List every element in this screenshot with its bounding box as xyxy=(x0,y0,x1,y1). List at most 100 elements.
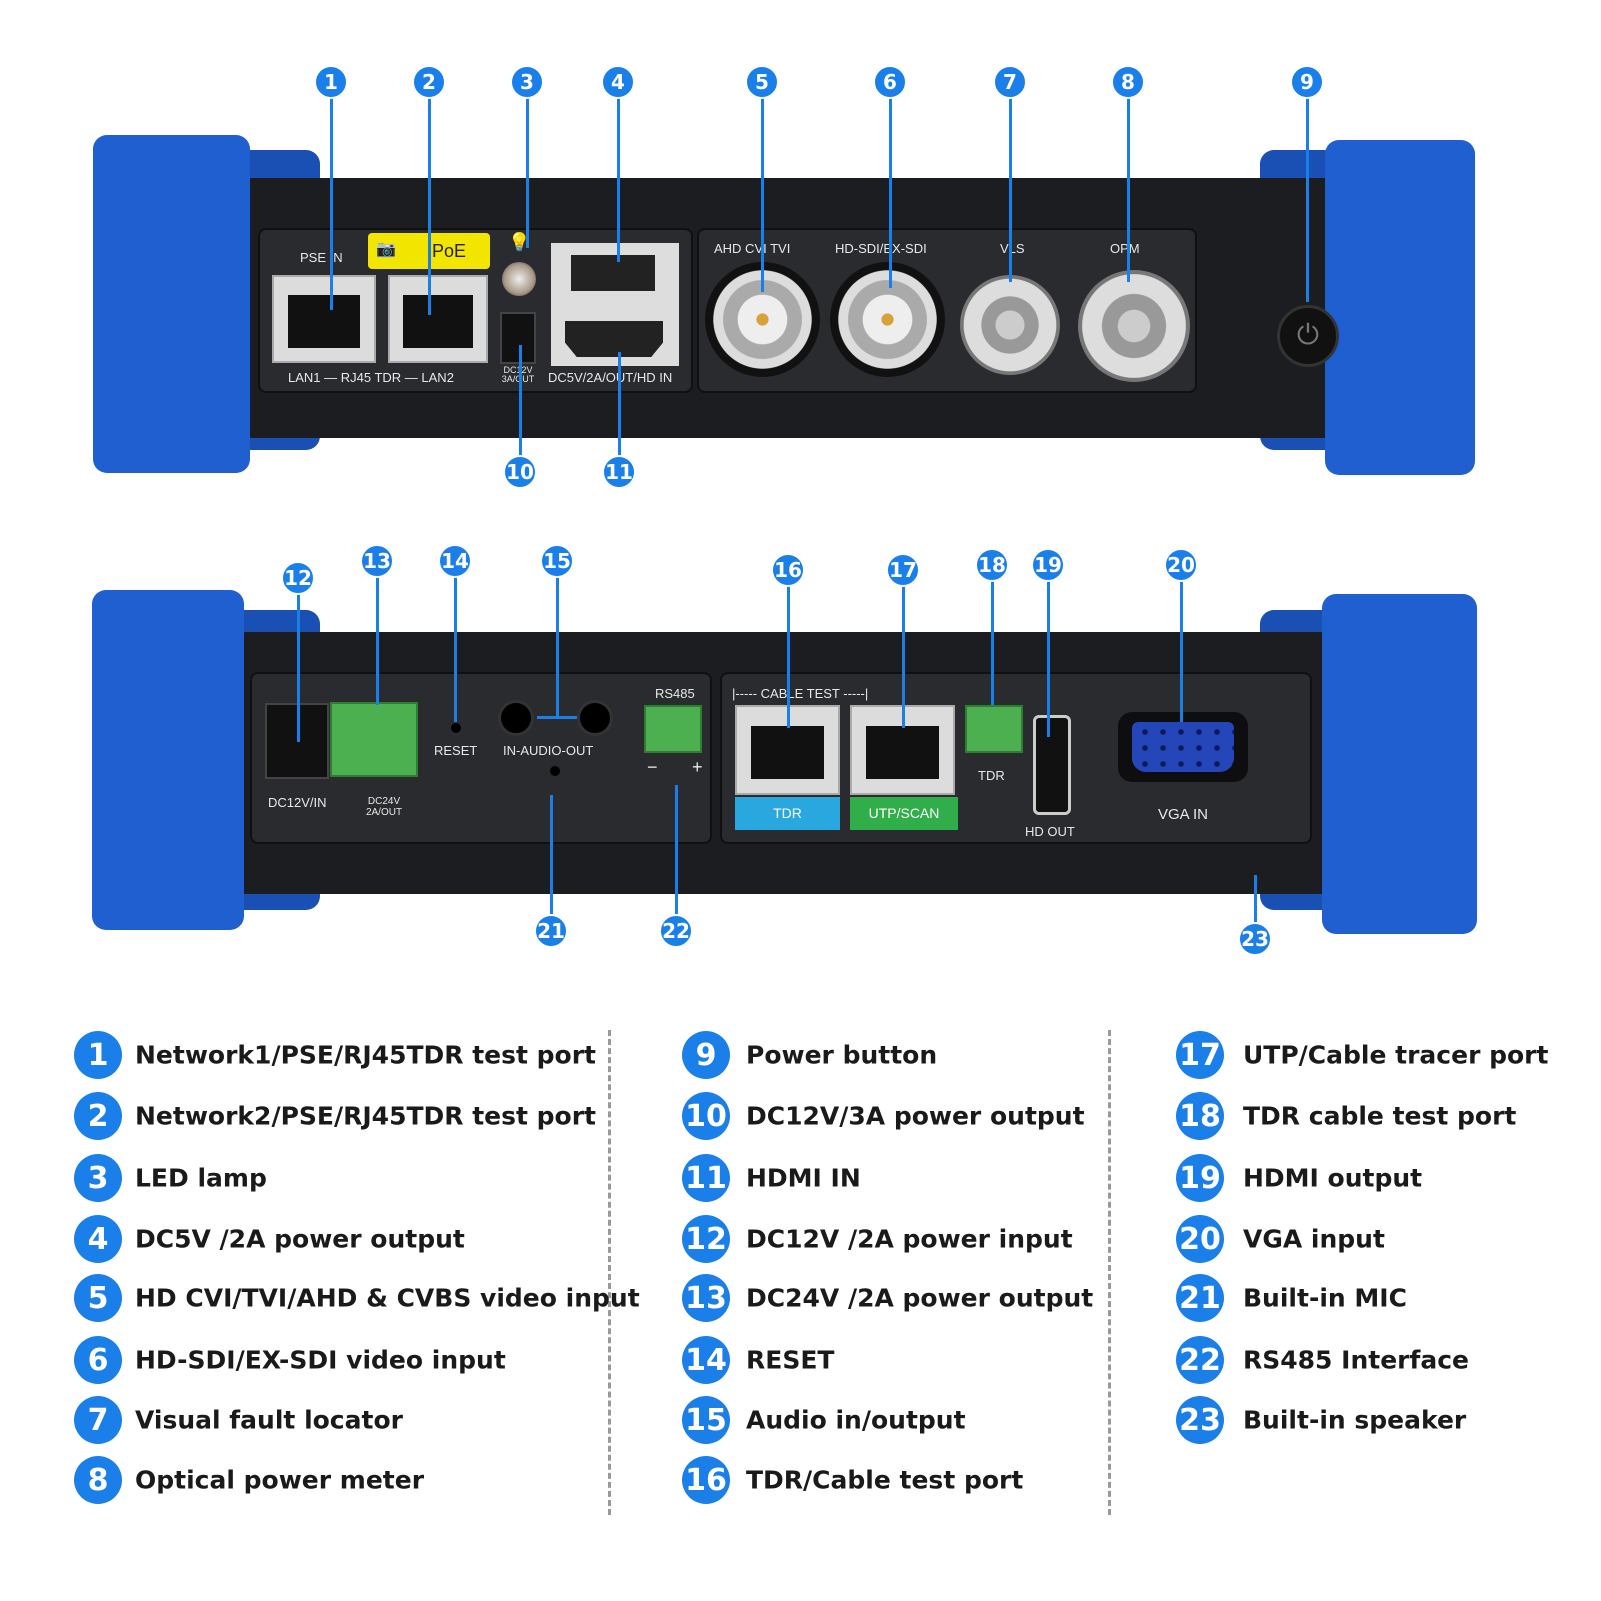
callout-marker-20: 20 xyxy=(1164,548,1198,582)
lan-label: LAN1 — RJ45 TDR — LAN2 xyxy=(288,370,454,385)
cable-test-label: |----- CABLE TEST -----| xyxy=(732,686,869,701)
hdmi-in-port xyxy=(565,321,663,357)
legend-text: RESET xyxy=(746,1345,835,1375)
legend-number: 22 xyxy=(1176,1336,1224,1384)
callout-line xyxy=(518,345,522,472)
legend-text: DC24V /2A power output xyxy=(746,1283,1094,1313)
vga-in-port xyxy=(1132,722,1234,772)
legend-text: HDMI IN xyxy=(746,1163,861,1193)
legend-text: RS485 Interface xyxy=(1243,1345,1470,1375)
legend-number: 13 xyxy=(682,1274,730,1322)
callout-marker-5: 5 xyxy=(745,65,779,99)
callout-line xyxy=(1253,875,1257,939)
callout-line xyxy=(617,352,621,472)
legend-number: 20 xyxy=(1176,1215,1224,1263)
legend-number: 9 xyxy=(682,1031,730,1079)
callout-marker-13: 13 xyxy=(360,544,394,578)
hdmi-out-port xyxy=(1033,715,1071,815)
callout-marker-22: 22 xyxy=(659,914,693,948)
callout-marker-16: 16 xyxy=(771,553,805,587)
legend-text: HDMI output xyxy=(1243,1163,1423,1193)
callout-marker-8: 8 xyxy=(1111,65,1145,99)
legend-text: Power button xyxy=(746,1040,938,1070)
utp-rj45-port xyxy=(850,705,955,795)
legend-text: DC5V /2A power output xyxy=(135,1224,465,1254)
legend-text: VGA input xyxy=(1243,1224,1385,1254)
legend-text: Network1/PSE/RJ45TDR test port xyxy=(135,1040,597,1070)
legend-text: DC12V/3A power output xyxy=(746,1101,1085,1131)
callout-line xyxy=(296,578,300,742)
audio-label: IN-AUDIO-OUT xyxy=(503,743,594,758)
vga-in-label: VGA IN xyxy=(1158,806,1209,823)
legend-text: HD-SDI/EX-SDI video input xyxy=(135,1345,506,1375)
right-bumper xyxy=(1325,140,1475,475)
dc5v-hdin-label: DC5V/2A/OUT/HD IN xyxy=(548,370,673,385)
audio-in-jack xyxy=(498,700,534,736)
poe-label: PoE xyxy=(432,241,467,261)
utp-scan-tab: UTP/SCAN xyxy=(850,797,958,830)
legend-text: Audio in/output xyxy=(746,1405,966,1435)
callout-marker-11: 11 xyxy=(602,455,636,489)
legend-number: 14 xyxy=(682,1336,730,1384)
legend-text: Optical power meter xyxy=(135,1465,425,1495)
callout-line xyxy=(1305,82,1309,302)
hdsdi-label: HD-SDI/EX-SDI xyxy=(835,241,927,256)
callout-marker-1: 1 xyxy=(314,65,348,99)
hd-out-label: HD OUT xyxy=(1025,824,1075,839)
reset-label: RESET xyxy=(434,743,478,758)
callout-marker-15: 15 xyxy=(540,544,574,578)
legend-number: 16 xyxy=(682,1456,730,1504)
legend-number: 7 xyxy=(74,1396,122,1444)
usb-port xyxy=(571,255,655,291)
audio-out-jack xyxy=(577,700,613,736)
dc12v-out-label: DC12V 3A/OUT xyxy=(496,366,540,384)
legend-number: 5 xyxy=(74,1274,122,1322)
callout-line xyxy=(549,795,553,931)
callout-line xyxy=(786,570,790,728)
legend-number: 12 xyxy=(682,1215,730,1263)
legend-number: 1 xyxy=(74,1031,122,1079)
lan1-port xyxy=(272,275,376,363)
legend-text: Visual fault locator xyxy=(135,1405,403,1435)
bulb-icon: 💡 xyxy=(508,232,531,252)
legend-number: 21 xyxy=(1176,1274,1224,1322)
legend-number: 23 xyxy=(1176,1396,1224,1444)
legend-number: 8 xyxy=(74,1456,122,1504)
legend-number: 17 xyxy=(1176,1031,1224,1079)
callout-line xyxy=(555,561,559,718)
callout-line xyxy=(1046,565,1050,737)
legend-number: 3 xyxy=(74,1154,122,1202)
legend-text: TDR/Cable test port xyxy=(746,1465,1024,1495)
legend-number: 4 xyxy=(74,1215,122,1263)
legend-number: 2 xyxy=(74,1092,122,1140)
legend-number: 10 xyxy=(682,1092,730,1140)
callout-marker-9: 9 xyxy=(1290,65,1324,99)
left-bumper xyxy=(92,590,244,930)
callout-marker-14: 14 xyxy=(438,544,472,578)
vga-shell xyxy=(1118,712,1248,782)
rs485-plus: + xyxy=(692,757,703,777)
callout-marker-10: 10 xyxy=(503,455,537,489)
callout-line xyxy=(525,82,529,248)
vls-label: VLS xyxy=(1000,241,1025,256)
callout-marker-3: 3 xyxy=(510,65,544,99)
usb-hdmi-block xyxy=(551,243,679,366)
legend-text: Built-in speaker xyxy=(1243,1405,1467,1435)
ahd-label: AHD CVI TVI xyxy=(714,241,791,256)
legend-number: 11 xyxy=(682,1154,730,1202)
callout-marker-18: 18 xyxy=(975,548,1009,582)
callout-line xyxy=(427,82,431,315)
led-lamp xyxy=(502,262,536,296)
dc12v-in-label: DC12V/IN xyxy=(268,795,327,810)
reset-hole xyxy=(451,723,461,733)
tdr-label: TDR xyxy=(978,768,1005,783)
legend-text: UTP/Cable tracer port xyxy=(1243,1040,1549,1070)
legend-text: DC12V /2A power input xyxy=(746,1224,1073,1254)
callout-line xyxy=(888,82,892,288)
tdr-terminal xyxy=(965,705,1023,753)
legend-number: 6 xyxy=(74,1336,122,1384)
vls-port xyxy=(960,275,1060,375)
legend-text: TDR cable test port xyxy=(1243,1101,1517,1131)
legend-text: Network2/PSE/RJ45TDR test port xyxy=(135,1101,597,1131)
left-bumper xyxy=(93,135,250,473)
